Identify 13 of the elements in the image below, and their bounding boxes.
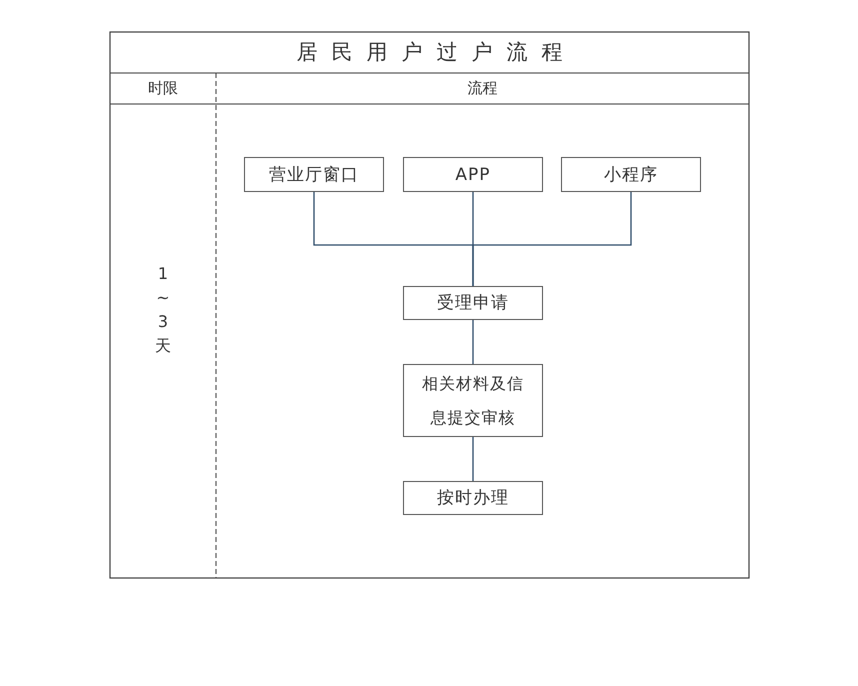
process-box: 相关材料及信息提交审核 [403,364,543,437]
connector-line [472,192,632,286]
process-box: 按时办理 [403,481,543,515]
duration-text: 1 ~ 3 天 [154,263,172,357]
table-title: 居民用户过户流程 [296,39,578,66]
process-box: 营业厅窗口 [244,157,384,192]
process-box: 小程序 [561,157,701,192]
connector-line [472,437,474,481]
column-header: 时限 [147,78,179,99]
process-box: 受理申请 [403,286,543,320]
connector-line [472,320,474,364]
process-box: APP [403,157,543,192]
column-header: 流程 [466,78,498,99]
